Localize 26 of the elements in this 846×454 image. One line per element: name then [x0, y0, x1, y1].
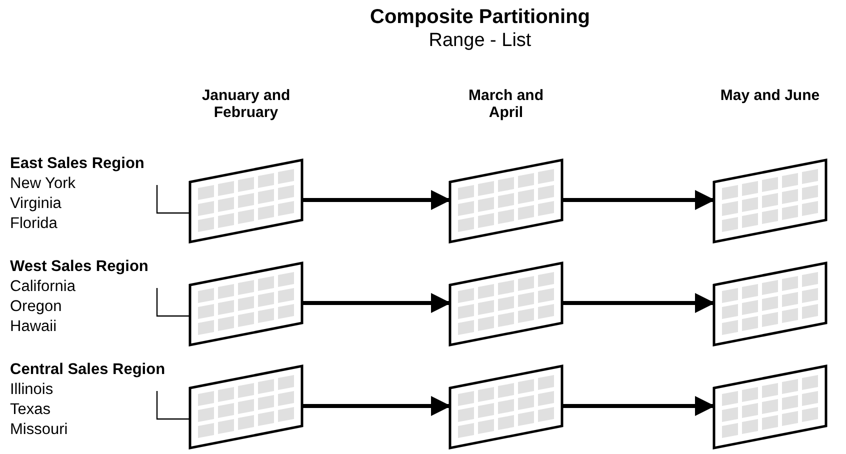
- state-name: Texas: [10, 400, 52, 420]
- column-heading: January and February: [200, 87, 292, 121]
- leader-line: [156, 391, 191, 420]
- column-heading: March and April: [467, 87, 544, 121]
- arrow: [303, 396, 451, 416]
- arrow: [563, 190, 715, 210]
- arrow: [563, 396, 715, 416]
- state-name: New York: [10, 174, 76, 194]
- state-name: Missouri: [10, 420, 69, 440]
- arrow: [303, 190, 451, 210]
- state-name: Hawaii: [10, 317, 58, 337]
- region-heading: Central Sales Region: [10, 360, 166, 380]
- state-name: Florida: [10, 214, 58, 234]
- state-name: Virginia: [10, 194, 62, 214]
- diagram-title: Composite Partitioning: [369, 6, 591, 29]
- column-heading: May and June: [720, 87, 820, 104]
- diagram-subtitle: Range - List: [428, 30, 532, 52]
- region-heading: West Sales Region: [10, 257, 150, 277]
- leader-line: [156, 185, 191, 214]
- arrow: [563, 293, 715, 313]
- arrow: [303, 293, 451, 313]
- state-name: Oregon: [10, 297, 63, 317]
- state-name: California: [10, 277, 76, 297]
- state-name: Illinois: [10, 380, 54, 400]
- region-heading: East Sales Region: [10, 154, 146, 174]
- leader-line: [156, 288, 191, 317]
